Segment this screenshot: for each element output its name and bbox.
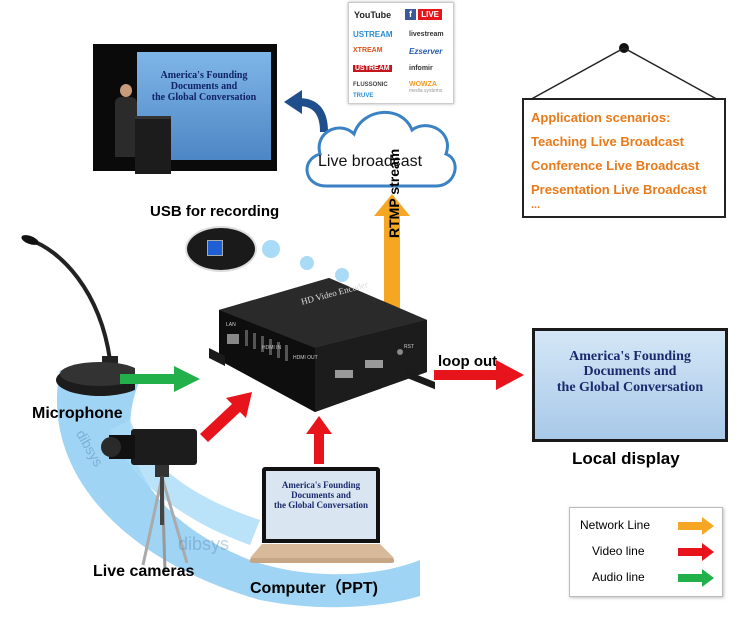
loop-out-video-arrow (434, 360, 524, 390)
legend-audio-arrow (678, 569, 714, 587)
legend-label-audio: Audio line (592, 570, 645, 584)
computer-label: Computer（PPT) (250, 580, 379, 597)
bubble-1 (262, 240, 280, 258)
presenter-screen-line1: America's Founding (160, 70, 248, 81)
scenario-item: ... (531, 199, 541, 211)
presenter-photo: America's Founding Documents and the Glo… (93, 44, 277, 174)
wowza-logo: WOWZA media systems (409, 81, 443, 94)
live-cameras-label: Live cameras (93, 563, 195, 580)
display-line3: the Global Conversation (556, 379, 704, 395)
live-camera-icon (101, 429, 197, 572)
watermark: dibsys (178, 534, 230, 554)
scenarios-sign: Application scenarios: Teaching Live Bro… (522, 98, 726, 218)
laptop-screen-line1: America's Founding (281, 480, 361, 490)
scenario-item: Teaching Live Broadcast (531, 134, 684, 149)
live-broadcast-label: Live broadcast (318, 153, 423, 170)
display-line1: America's Founding (569, 349, 691, 364)
bubble-2 (300, 256, 314, 270)
encoder-port-lan: LAN (226, 322, 236, 328)
video-encoder-device (209, 278, 435, 412)
curved-arrow-icon (284, 90, 328, 133)
ustream-logo: USTREAM (353, 30, 393, 39)
legend-video-arrow (678, 543, 714, 561)
legend-box: Network Line Video line Audio line (569, 507, 723, 597)
presenter-screen-line2: Documents and (170, 81, 238, 92)
local-display-label: Local display (572, 449, 680, 468)
computer-video-arrow (306, 416, 332, 464)
flussonic-logo: FLUSSONIC (353, 82, 388, 88)
ezserver-logo: Ezserver (409, 47, 443, 56)
legend-label-network: Network Line (580, 518, 651, 532)
loop-out-label: loop out (438, 353, 498, 370)
truve-logo: TRUVE (353, 93, 374, 99)
livestream-logo: livestream (409, 31, 444, 38)
rtmp-stream-label: RTMP stream (386, 148, 402, 238)
encoder-port-hdmi-out: HDMI OUT (293, 355, 318, 361)
microphone-label: Microphone (32, 405, 123, 422)
usb-port-zoom (185, 226, 257, 272)
presenter-screen-line3: the Global Conversation (151, 92, 257, 103)
sign-hanger-icon (525, 43, 723, 103)
ustream-red-logo: USTREAM (353, 65, 392, 72)
encoder-port-rst: RST (404, 344, 414, 350)
scenarios-title: Application scenarios: (531, 110, 671, 125)
presenter-figure (115, 84, 137, 164)
scenario-item: Conference Live Broadcast (531, 158, 700, 173)
infomir-logo: infomir (409, 65, 433, 72)
facebook-live-logo: f LIVE (405, 9, 443, 20)
podium (135, 116, 171, 174)
xtream-logo: XTREAM (353, 47, 383, 54)
microphone-audio-arrow (120, 366, 200, 392)
bubble-3 (335, 268, 349, 282)
laptop-screen-line3: the Global Conversation (273, 499, 368, 510)
rtmp-network-arrow (374, 194, 410, 308)
cloud-icon (305, 111, 457, 188)
youtube-logo: YouTube (354, 10, 392, 20)
legend-network-arrow (678, 517, 714, 535)
usb-recording-label: USB for recording (150, 203, 280, 220)
laptop-base-icon (250, 544, 394, 563)
laptop-screen-line2: Documents and (291, 489, 351, 500)
camera-video-arrow (200, 392, 252, 442)
laptop-screen: America's Founding Documents and the Glo… (262, 467, 380, 543)
local-display-screen: America's Founding Documents and the Glo… (532, 328, 728, 442)
scenario-item: Presentation Live Broadcast (531, 182, 707, 197)
usb-port-icon (207, 240, 223, 256)
encoder-port-hdmi-in: HDMI IN (262, 345, 282, 351)
display-line2: Documents and (583, 364, 677, 380)
microphone-icon (21, 235, 135, 396)
platform-logos-box: YouTube f LIVE USTREAM livestream XTREAM… (348, 2, 454, 104)
legend-label-video: Video line (592, 544, 645, 558)
